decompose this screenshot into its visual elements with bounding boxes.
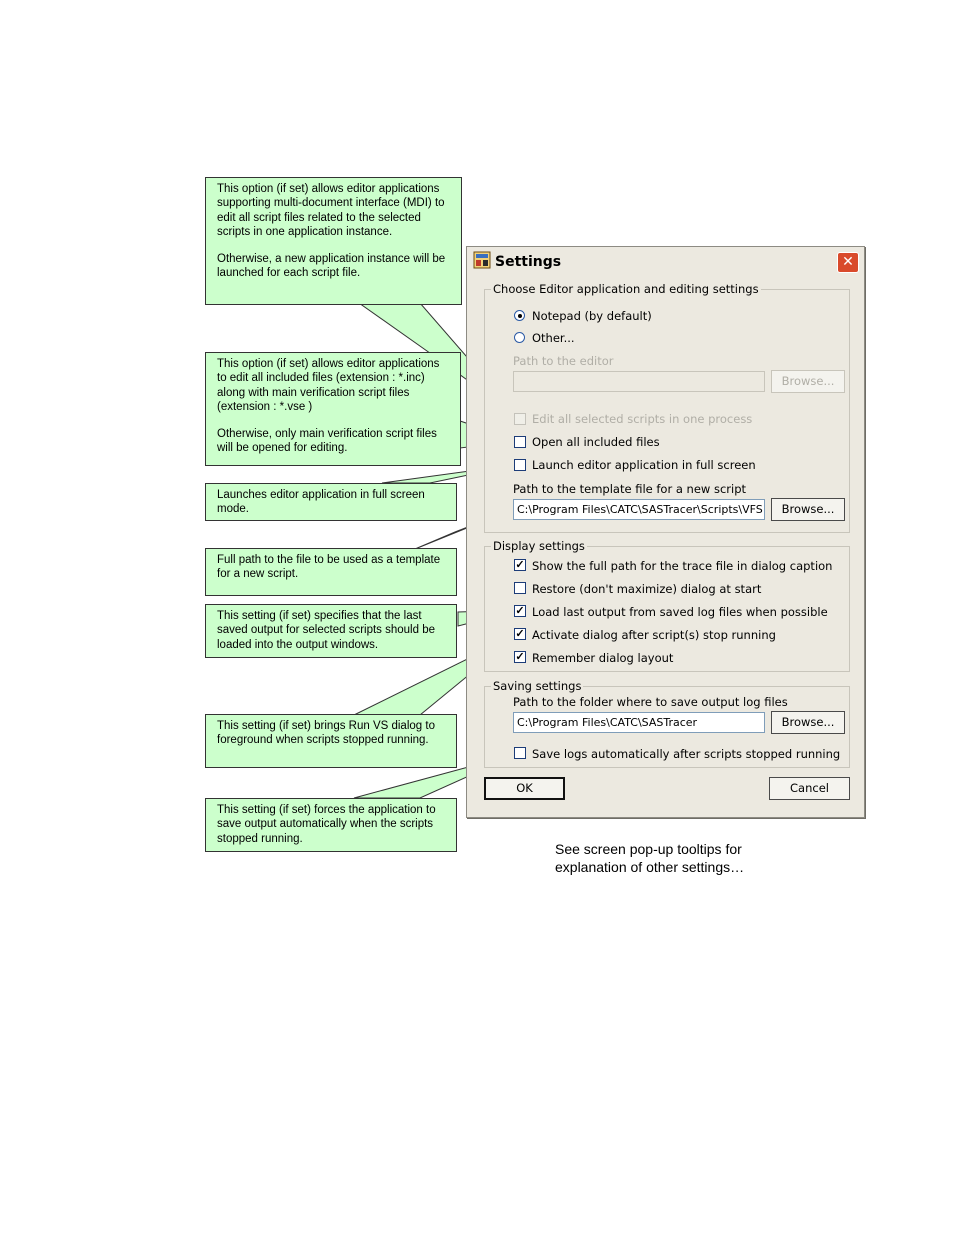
footnote: See screen pop-up tooltips for explanati…	[555, 840, 744, 876]
radio-other[interactable]	[514, 332, 525, 343]
settings-dialog: Settings ✕ Choose Editor application and…	[466, 246, 865, 818]
callout-included-text-2: Otherwise, only main verification script…	[217, 428, 437, 455]
open-included-label[interactable]: Open all included files	[532, 435, 660, 449]
restore-dialog-label[interactable]: Restore (don't maximize) dialog at start	[532, 582, 762, 596]
callout-savelogs-text: This setting (if set) forces the applica…	[217, 804, 436, 845]
show-full-path-label[interactable]: Show the full path for the trace file in…	[532, 559, 833, 573]
app-icon	[473, 251, 491, 269]
title-bar[interactable]: Settings ✕	[467, 247, 864, 277]
callout-lastoutput: This setting (if set) specifies that the…	[205, 604, 457, 658]
editor-settings-group: Choose Editor application and editing se…	[484, 282, 850, 533]
radio-notepad-label[interactable]: Notepad (by default)	[532, 309, 652, 323]
fullscreen-checkbox[interactable]	[514, 459, 526, 471]
activate-dialog-checkbox[interactable]: ✓	[514, 628, 526, 640]
callout-fullscreen: Launches editor application in full scre…	[205, 483, 457, 521]
fullscreen-label[interactable]: Launch editor application in full screen	[532, 458, 756, 472]
editor-browse-button[interactable]: Browse...	[771, 370, 845, 393]
load-last-output-checkbox[interactable]: ✓	[514, 605, 526, 617]
footnote-line-2: explanation of other settings…	[555, 859, 745, 875]
restore-dialog-checkbox[interactable]	[514, 582, 526, 594]
template-path-input[interactable]: C:\Program Files\CATC\SASTracer\Scripts\…	[513, 499, 765, 520]
callout-activate-text: This setting (if set) brings Run VS dial…	[217, 720, 435, 747]
callout-mdi: This option (if set) allows editor appli…	[205, 177, 462, 305]
callout-included-text: This option (if set) allows editor appli…	[217, 358, 440, 413]
callout-fullscreen-text: Launches editor application in full scre…	[217, 489, 425, 516]
radio-other-label[interactable]: Other...	[532, 331, 575, 345]
ok-button[interactable]: OK	[484, 777, 565, 800]
callout-lastoutput-text: This setting (if set) specifies that the…	[217, 610, 435, 651]
activate-dialog-label[interactable]: Activate dialog after script(s) stop run…	[532, 628, 776, 642]
cancel-button[interactable]: Cancel	[769, 777, 850, 800]
display-group-legend: Display settings	[491, 539, 587, 553]
callout-mdi-text: This option (if set) allows editor appli…	[217, 183, 445, 238]
callout-template: Full path to the file to be used as a te…	[205, 548, 457, 596]
dialog-title: Settings	[495, 254, 562, 270]
remember-layout-checkbox[interactable]: ✓	[514, 651, 526, 663]
saving-settings-group: Saving settings	[484, 679, 850, 768]
save-logs-checkbox[interactable]	[514, 747, 526, 759]
remember-layout-label[interactable]: Remember dialog layout	[532, 651, 674, 665]
template-browse-button[interactable]: Browse...	[771, 498, 845, 521]
log-folder-label: Path to the folder where to save output …	[513, 695, 788, 709]
editor-group-legend: Choose Editor application and editing se…	[491, 282, 761, 296]
edit-all-label[interactable]: Edit all selected scripts in one process	[532, 412, 753, 426]
editor-path-label: Path to the editor	[513, 354, 614, 368]
radio-notepad[interactable]	[514, 310, 525, 321]
open-included-checkbox[interactable]	[514, 436, 526, 448]
callout-savelogs: This setting (if set) forces the applica…	[205, 798, 457, 852]
footnote-line-1: See screen pop-up tooltips for	[555, 841, 742, 857]
log-folder-input[interactable]: C:\Program Files\CATC\SASTracer	[513, 712, 765, 733]
callout-template-text: Full path to the file to be used as a te…	[217, 554, 441, 581]
template-path-label: Path to the template file for a new scri…	[513, 482, 747, 496]
show-full-path-checkbox[interactable]: ✓	[514, 559, 526, 571]
display-settings-group: Display settings	[484, 539, 850, 672]
log-folder-browse-button[interactable]: Browse...	[771, 711, 845, 734]
load-last-output-label[interactable]: Load last output from saved log files wh…	[532, 605, 828, 619]
saving-group-legend: Saving settings	[491, 679, 584, 693]
save-logs-label[interactable]: Save logs automatically after scripts st…	[532, 747, 841, 761]
callout-included: This option (if set) allows editor appli…	[205, 352, 461, 466]
editor-path-input[interactable]	[513, 371, 765, 392]
callout-activate: This setting (if set) brings Run VS dial…	[205, 714, 457, 768]
callout-mdi-text-2: Otherwise, a new application instance wi…	[217, 253, 446, 280]
edit-all-checkbox[interactable]	[514, 413, 526, 425]
close-button[interactable]: ✕	[837, 252, 859, 273]
